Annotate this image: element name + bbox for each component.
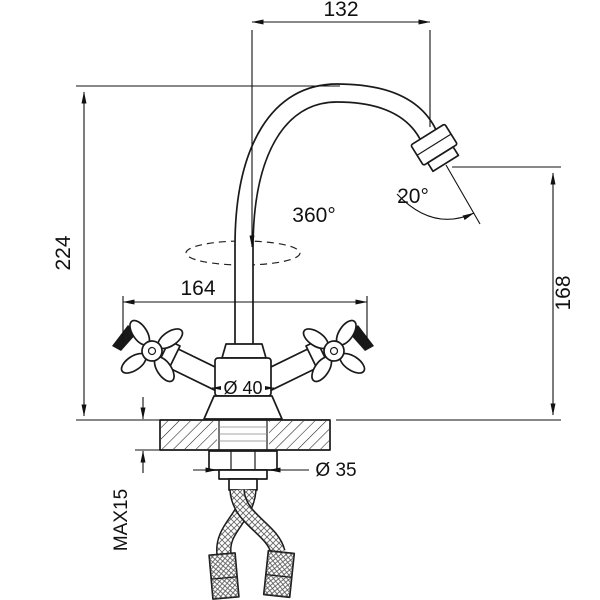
dimension-d40: Ø 40 xyxy=(211,377,275,398)
left-hose-braid xyxy=(230,489,285,555)
mounting-surface xyxy=(159,419,331,451)
dim-132-label: 132 xyxy=(323,0,358,21)
d40-label: Ø 40 xyxy=(223,378,262,398)
undercounter-fittings xyxy=(208,450,278,491)
left-handle-hub xyxy=(141,340,163,362)
d40-label-mask xyxy=(221,377,265,395)
locknut xyxy=(208,450,278,471)
shank-stub xyxy=(228,478,258,491)
max15-label: MAX15 xyxy=(111,489,132,551)
spout-tube xyxy=(234,83,438,350)
left-hose xyxy=(229,488,286,555)
right-hose-braid xyxy=(217,489,256,555)
faucet-body xyxy=(156,339,330,420)
dimension-132: 132 xyxy=(249,0,431,248)
counter-hatch-left xyxy=(161,421,217,449)
right-hose xyxy=(216,488,257,555)
spout-head xyxy=(410,123,460,173)
riser-collar-nut xyxy=(221,343,267,359)
dimension-max15: MAX15 xyxy=(111,397,163,551)
dim-164-label: 164 xyxy=(180,277,215,300)
hose-connector-left xyxy=(208,552,240,600)
supply-hoses xyxy=(208,488,296,600)
tilt-axis-line xyxy=(445,164,481,225)
dim-224-label: 224 xyxy=(52,235,75,270)
aerator-tip xyxy=(426,146,460,173)
connector-knurl xyxy=(209,552,239,600)
connector-knurl xyxy=(263,550,295,598)
dim-168-label: 168 xyxy=(552,275,575,310)
d35-label: Ø 35 xyxy=(315,460,356,481)
connector-band xyxy=(211,576,238,580)
left-cross-handle xyxy=(120,319,184,383)
left-handle-cap xyxy=(147,346,157,356)
spout-head-seam xyxy=(416,133,452,156)
counter-hatch-right xyxy=(269,421,329,449)
dimension-224: 224 xyxy=(52,85,340,421)
connector-band xyxy=(265,574,292,578)
hose-connector-right xyxy=(262,549,296,599)
right-handle-hub xyxy=(323,340,345,362)
right-cross-handle xyxy=(302,319,366,383)
tilt-annotation: 20° xyxy=(396,164,481,225)
washer xyxy=(218,469,268,480)
dimension-164: 164 xyxy=(122,277,368,341)
rotation-angle-label: 360° xyxy=(292,204,335,227)
dimension-d35: Ø 35 xyxy=(193,460,357,481)
body-base-flange xyxy=(203,395,283,420)
tilt-arc-arrow xyxy=(396,193,475,221)
dimension-168: 168 xyxy=(336,166,575,421)
right-handle-cap xyxy=(329,346,339,356)
tilt-angle-label: 20° xyxy=(397,185,429,208)
